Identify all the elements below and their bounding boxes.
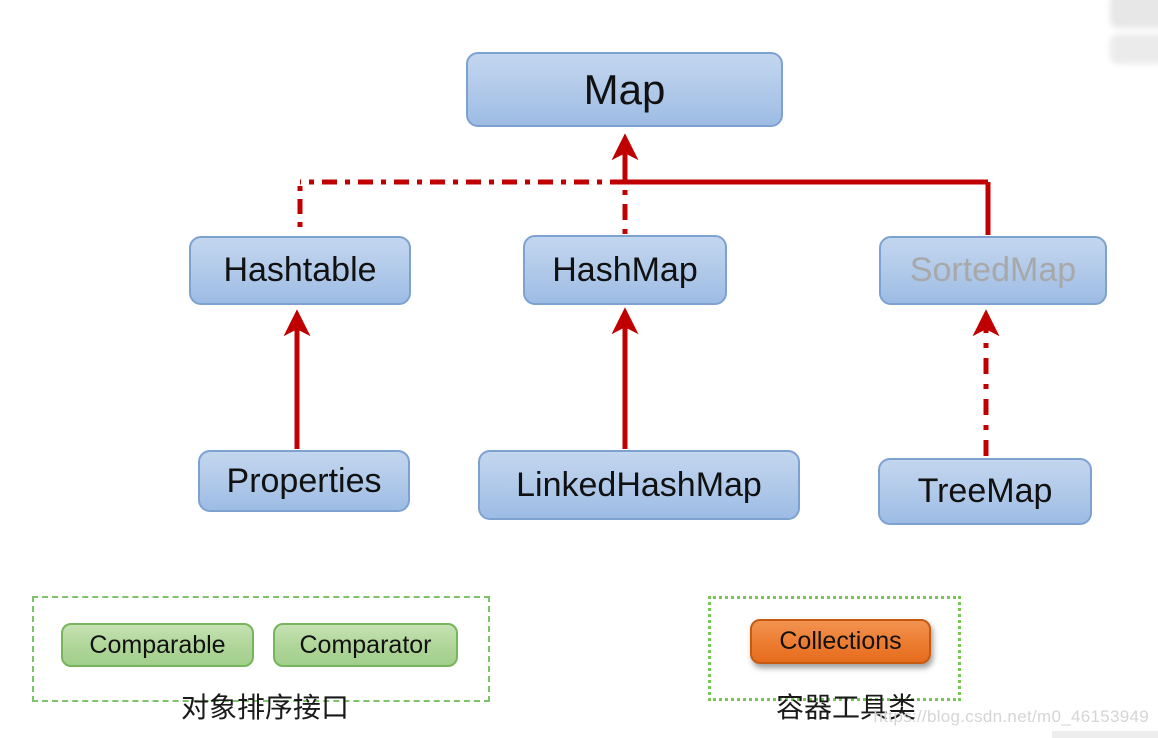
group-container-utility xyxy=(708,596,961,701)
node-sortedmap: SortedMap xyxy=(879,236,1107,305)
node-hashmap: HashMap xyxy=(523,235,727,305)
caption-container-utility: 容器工具类 xyxy=(775,691,916,724)
node-treemap: TreeMap xyxy=(878,458,1092,525)
watermark-url: https://blog.csdn.net/m0_46153949 xyxy=(873,707,1149,726)
node-collections: Collections xyxy=(750,619,931,664)
node-comparator: Comparator xyxy=(273,623,458,667)
node-hashtable: Hashtable xyxy=(189,236,411,305)
group-sorting-interfaces xyxy=(32,596,490,702)
node-map: Map xyxy=(466,52,783,127)
node-linkedhashmap: LinkedHashMap xyxy=(478,450,800,520)
node-comparable: Comparable xyxy=(61,623,254,667)
caption-sorting-interfaces: 对象排序接口 xyxy=(180,691,349,724)
node-properties: Properties xyxy=(198,450,410,512)
bottom-edge-artifact xyxy=(1052,731,1158,738)
